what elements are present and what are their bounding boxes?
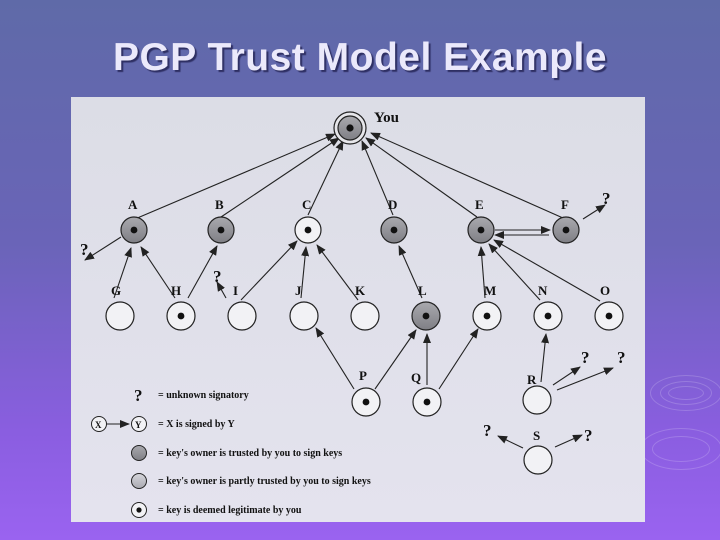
node-l (411, 301, 441, 331)
node-i (227, 301, 257, 331)
unknown-mark-f: ? (602, 189, 611, 208)
node-labels: You A B C D E F G H I J K L M N O P Q R … (111, 110, 610, 443)
nodes (105, 111, 624, 475)
unknown-marks: ? ? ? ? ? ? ? (80, 189, 626, 445)
node-c (294, 216, 322, 244)
label-a: A (128, 197, 138, 212)
node-r (522, 385, 552, 415)
legend-legit-text: = key is deemed legitimate by you (158, 505, 302, 516)
edge-h-b (187, 245, 218, 299)
label-e: E (475, 197, 484, 212)
label-b: B (215, 197, 224, 212)
label-r: R (527, 372, 537, 387)
legend-partly-text: = key's owner is partly trusted by you t… (158, 476, 371, 487)
label-g: G (111, 283, 121, 298)
slide-title: PGP Trust Model Example (112, 36, 608, 79)
edge-o-e (493, 239, 601, 302)
edge-r-unknown-1 (552, 366, 581, 386)
node-m (472, 301, 502, 331)
edge-a-you (134, 133, 336, 220)
label-l: L (418, 283, 427, 298)
label-q: Q (411, 370, 421, 385)
edge-d-you (361, 140, 394, 216)
edge-s-unknown-2 (554, 434, 583, 448)
edge-r-n (540, 333, 550, 383)
label-d: D (388, 197, 397, 212)
label-p: P (359, 368, 367, 383)
edge-j-c (300, 246, 310, 299)
edge-l-d (398, 245, 423, 299)
label-n: N (538, 283, 548, 298)
label-h: H (171, 283, 181, 298)
edge-n-e (488, 243, 541, 301)
legend-legit-symbol (131, 502, 147, 518)
label-s: S (533, 428, 540, 443)
unknown-mark-r1: ? (581, 348, 590, 367)
edges (84, 132, 614, 449)
node-a (120, 216, 148, 244)
unknown-mark-i: ? (213, 267, 222, 286)
legend-signed-symbol (91, 416, 147, 432)
edge-c-you (307, 140, 344, 216)
edge-f-you (370, 132, 564, 219)
edge-s-unknown-1 (497, 435, 524, 449)
unknown-mark-a: ? (80, 240, 89, 259)
edge-q-m (438, 328, 479, 390)
edge-k-c (316, 244, 359, 301)
label-j: J (295, 283, 302, 298)
edge-m-e (477, 246, 486, 299)
node-s (523, 445, 553, 475)
legend-unknown-mark: ? (134, 386, 143, 405)
trust-diagram: You A B C D E F G H I J K L M N O P Q R … (80, 110, 626, 518)
label-you: You (374, 110, 399, 126)
edge-r-unknown-2 (556, 367, 614, 391)
node-e (467, 216, 495, 244)
edge-i-unknown (216, 281, 227, 299)
edge-e-you (365, 137, 478, 218)
unknown-mark-s2: ? (584, 426, 593, 445)
edge-b-you (220, 137, 340, 218)
node-f (552, 216, 580, 244)
node-b (207, 216, 235, 244)
node-q (412, 387, 442, 417)
legend-y-label: Y (135, 420, 142, 430)
label-k: K (355, 283, 366, 298)
diagram-panel: You A B C D E F G H I J K L M N O P Q R … (71, 97, 645, 522)
legend-trusted-symbol (131, 445, 147, 461)
label-i: I (233, 283, 238, 298)
legend-signed-text: = X is signed by Y (158, 419, 236, 430)
edge-a-unknown (84, 236, 122, 261)
node-g (105, 301, 135, 331)
legend-partly-symbol (131, 473, 147, 489)
edge-g-a (113, 247, 132, 299)
label-f: F (561, 197, 569, 212)
node-j (289, 301, 319, 331)
label-c: C (302, 197, 311, 212)
node-you (333, 111, 367, 145)
edge-h-a (140, 246, 176, 299)
edge-i-c (240, 240, 298, 301)
node-d (380, 216, 408, 244)
node-h (166, 301, 196, 331)
legend-x-label: X (95, 420, 102, 430)
label-m: M (484, 283, 496, 298)
legend-unknown-text: = unknown signatory (158, 390, 249, 401)
node-o (594, 301, 624, 331)
node-k (350, 301, 380, 331)
legend-trusted-text: = key's owner is trusted by you to sign … (158, 448, 342, 459)
edge-p-l (374, 329, 417, 390)
legend: ? = unknown signatory X Y = X is signed … (91, 386, 371, 518)
node-n (533, 301, 563, 331)
unknown-mark-s1: ? (483, 421, 492, 440)
node-p (351, 387, 381, 417)
unknown-mark-r2: ? (617, 348, 626, 367)
label-o: O (600, 283, 610, 298)
edge-f-unknown (582, 204, 606, 220)
edge-p-j (315, 327, 355, 390)
